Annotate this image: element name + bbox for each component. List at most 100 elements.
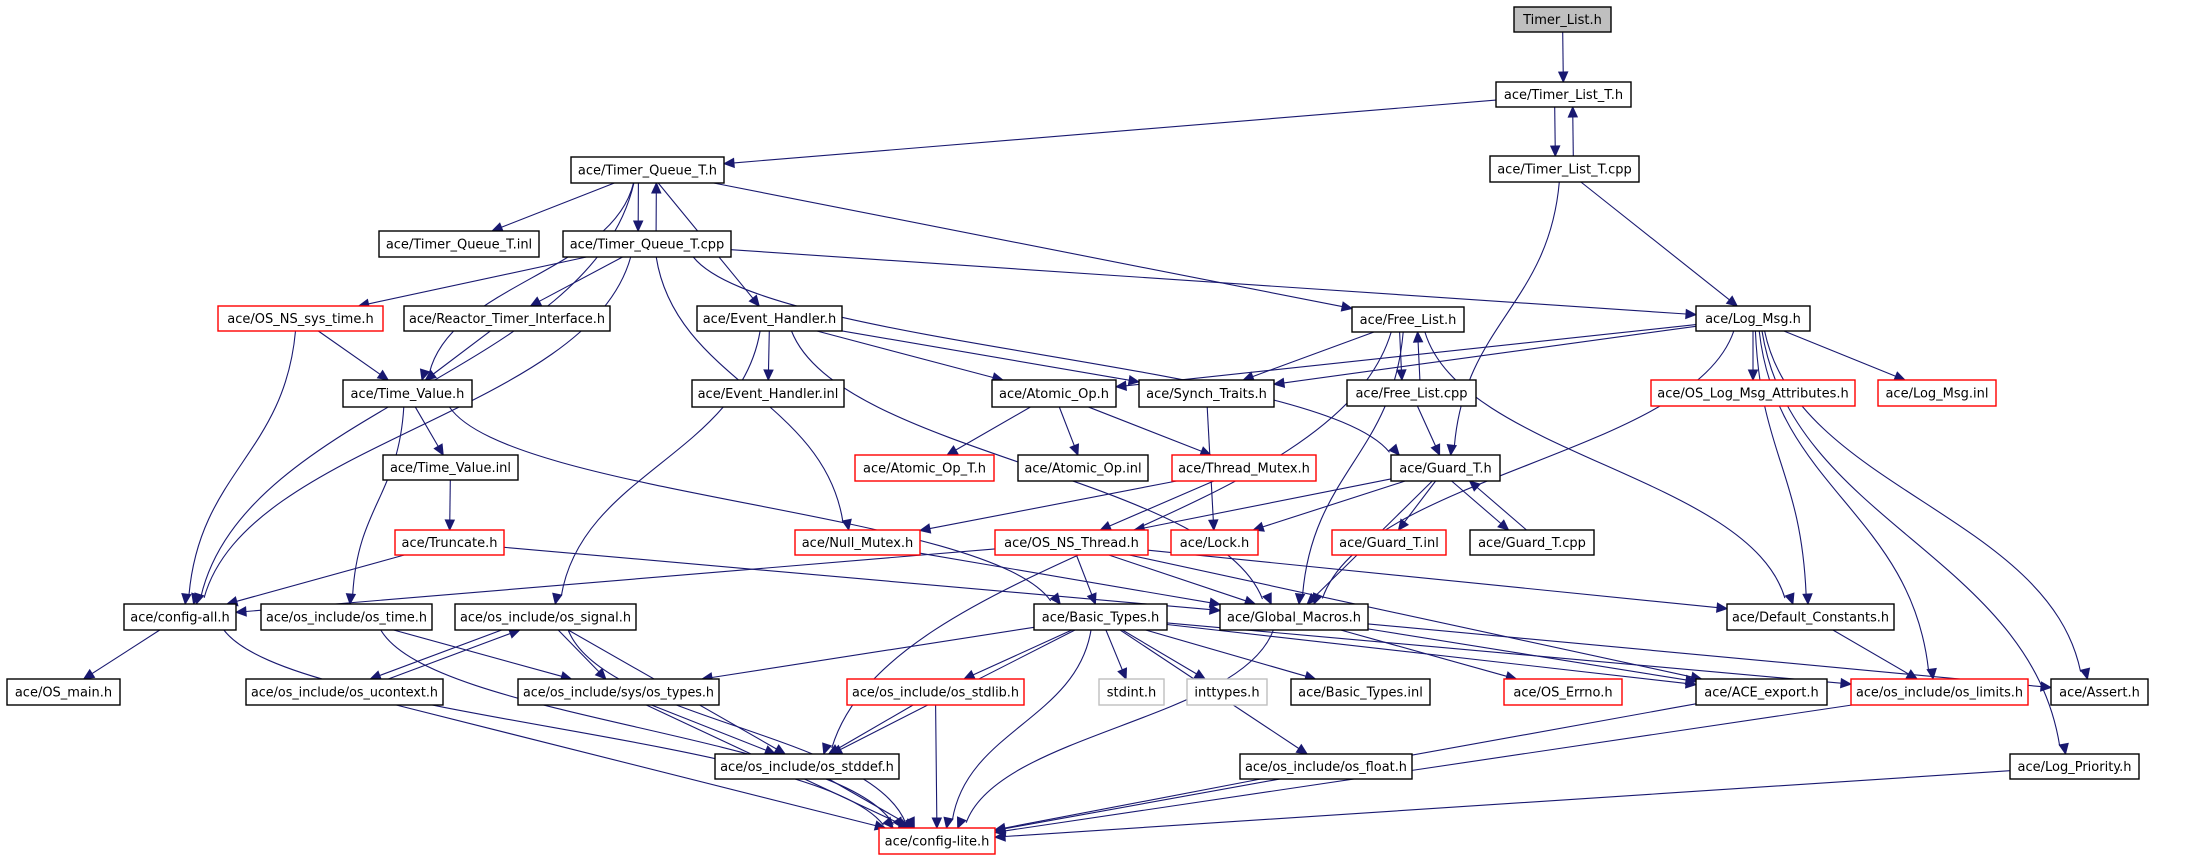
arrowhead-icon [956,816,967,830]
node-ace-guard-t-cpp[interactable]: ace/Guard_T.cpp [1469,529,1595,556]
node-ace-reactor-timer-interface-h[interactable]: ace/Reactor_Timer_Interface.h [403,305,611,332]
arrowhead-icon [2040,681,2053,692]
arrowhead-icon [1684,674,1698,686]
node-label: ace/Time_Value.inl [390,461,511,476]
arrowhead-icon [1716,602,1729,613]
arrowhead-icon [82,668,96,680]
arrowhead-icon [632,220,644,233]
node-ace-default-constants-h[interactable]: ace/Default_Constants.h [1726,603,1895,631]
node-ace-guard-t-h[interactable]: ace/Guard_T.h [1390,454,1501,482]
node-ace-log-msg-inl[interactable]: ace/Log_Msg.inl [1877,379,1997,407]
node-box [714,753,900,780]
node-ace-log-msg-h[interactable]: ace/Log_Msg.h [1695,305,1811,332]
node-ace-os-ns-thread-h[interactable]: ace/OS_NS_Thread.h [994,529,1149,556]
node-ace-os-include-sys-os-types-h[interactable]: ace/os_include/sys/os_types.h [517,678,720,706]
node-stdint-h: stdint.h [1098,678,1165,706]
node-box [1513,6,1612,33]
node-ace-synch-traits-h[interactable]: ace/Synch_Traits.h [1138,379,1275,408]
arrowhead-icon [882,816,894,829]
edge-n34-to-n50 [965,629,1274,823]
arrowhead-icon [1557,71,1569,84]
edge-n12-to-n33 [448,406,1052,602]
edge-n3-to-n11 [1580,181,1730,301]
node-ace-atomic-op-h[interactable]: ace/Atomic_Op.h [991,379,1117,408]
edge-n30-to-n36 [91,629,161,675]
node-ace-basic-types-h[interactable]: ace/Basic_Types.h [1033,603,1168,631]
node-ace-os-include-os-float-h[interactable]: ace/os_include/os_float.h [1239,753,1413,780]
edge-n33-to-n39 [972,629,1073,676]
node-label: ace/Timer_Queue_T.cpp [570,238,725,253]
arrowhead-icon [651,181,662,194]
node-ace-os-log-msg-attributes-h[interactable]: ace/OS_Log_Msg_Attributes.h [1650,379,1856,407]
node-ace-os-errno-h[interactable]: ace/OS_Errno.h [1503,678,1623,706]
node-label: inttypes.h [1194,686,1259,701]
node-label: ace/Guard_T.inl [1339,536,1439,551]
node-ace-timer-queue-t-inl[interactable]: ace/Timer_Queue_T.inl [378,230,540,258]
node-ace-os-main-h[interactable]: ace/OS_main.h [6,678,121,706]
node-ace-config-lite-h[interactable]: ace/config-lite.h [878,827,996,855]
node-ace-assert-h[interactable]: ace/Assert.h [2050,678,2149,706]
arrowhead-icon [1262,592,1272,606]
node-ace-os-ns-sys-time-h[interactable]: ace/OS_NS_sys_time.h [217,305,384,332]
node-ace-timer-queue-t-h[interactable]: ace/Timer_Queue_T.h [570,156,725,184]
arrowhead-icon [1295,743,1309,755]
edge-n34-to-n43 [1340,629,1507,677]
node-box [454,603,637,631]
edge-n11-to-n35 [1754,330,1807,595]
node-box [2009,753,2140,780]
node-label: ace/Assert.h [2059,686,2140,701]
node-ace-os-include-os-signal-h[interactable]: ace/os_include/os_signal.h [454,603,637,631]
node-ace-guard-t-inl[interactable]: ace/Guard_T.inl [1331,529,1447,556]
arrowhead-icon [918,523,932,534]
edge-n23-to-n26 [1143,478,1392,529]
node-ace-timer-queue-t-cpp[interactable]: ace/Timer_Queue_T.cpp [562,230,732,258]
arrowhead-icon [234,606,247,617]
node-ace-free-list-h[interactable]: ace/Free_List.h [1351,306,1465,333]
node-ace-log-priority-h[interactable]: ace/Log_Priority.h [2009,753,2140,780]
node-ace-ace-export-h[interactable]: ace/ACE_export.h [1695,678,1828,706]
arrowhead-icon [1272,377,1286,388]
node-box [1098,678,1165,706]
arrowhead-icon [181,593,192,606]
edge-n22-to-n26 [1109,480,1215,527]
edge-n12-to-n19 [414,406,439,447]
node-ace-os-include-os-stdlib-h[interactable]: ace/os_include/os_stdlib.h [846,678,1025,706]
node-ace-os-include-os-time-h[interactable]: ace/os_include/os_time.h [260,603,433,631]
edge-n6-to-n23 [692,256,1390,453]
node-ace-time-value-inl[interactable]: ace/Time_Value.inl [382,454,519,481]
node-ace-event-handler-inl[interactable]: ace/Event_Handler.inl [691,379,845,408]
edge-n33-to-n41 [1122,629,1197,675]
edge-n11-to-n18 [1783,330,1896,377]
node-ace-global-macros-h[interactable]: ace/Global_Macros.h [1219,603,1369,631]
node-ace-atomic-op-inl[interactable]: ace/Atomic_Op.inl [1017,454,1149,482]
node-ace-os-include-os-ucontext-h[interactable]: ace/os_include/os_ucontext.h [245,678,444,706]
arrowhead-icon [424,369,437,381]
node-label: ace/os_include/sys/os_types.h [523,686,714,701]
edge-n4-to-n5 [501,182,615,228]
node-ace-timer-list-t-h[interactable]: ace/Timer_List_T.h [1495,81,1632,108]
edge-n33-to-n45 [1166,622,1842,684]
node-timer-list-h[interactable]: Timer_List.h [1513,6,1612,33]
node-ace-lock-h[interactable]: ace/Lock.h [1170,529,1259,556]
node-ace-os-include-os-stddef-h[interactable]: ace/os_include/os_stddef.h [714,753,900,780]
node-ace-config-all-h[interactable]: ace/config-all.h [123,603,237,631]
node-box [994,529,1149,556]
node-box [1331,529,1447,556]
node-label: ace/OS_Log_Msg_Attributes.h [1657,387,1848,402]
node-ace-thread-mutex-h[interactable]: ace/Thread_Mutex.h [1171,454,1317,482]
node-ace-free-list-cpp[interactable]: ace/Free_List.cpp [1346,379,1477,407]
node-ace-atomic-op-t-h[interactable]: ace/Atomic_Op_T.h [854,454,995,482]
arrowhead-icon [1069,443,1080,457]
node-ace-os-include-os-limits-h[interactable]: ace/os_include/os_limits.h [1850,678,2029,706]
node-ace-truncate-h[interactable]: ace/Truncate.h [394,529,505,556]
node-ace-time-value-h[interactable]: ace/Time_Value.h [342,379,473,408]
node-label: stdint.h [1107,686,1156,701]
arrowhead-icon [722,157,735,169]
node-ace-event-handler-h[interactable]: ace/Event_Handler.h [696,305,843,332]
node-ace-null-mutex-h[interactable]: ace/Null_Mutex.h [794,529,921,556]
edge-n16-to-n10 [1417,341,1421,381]
node-ace-timer-list-t-cpp[interactable]: ace/Timer_List_T.cpp [1489,155,1640,183]
edge-n4-to-n10 [713,182,1343,308]
node-ace-basic-types-inl[interactable]: ace/Basic_Types.inl [1290,678,1431,706]
edge-n19-to-n24 [449,479,451,521]
